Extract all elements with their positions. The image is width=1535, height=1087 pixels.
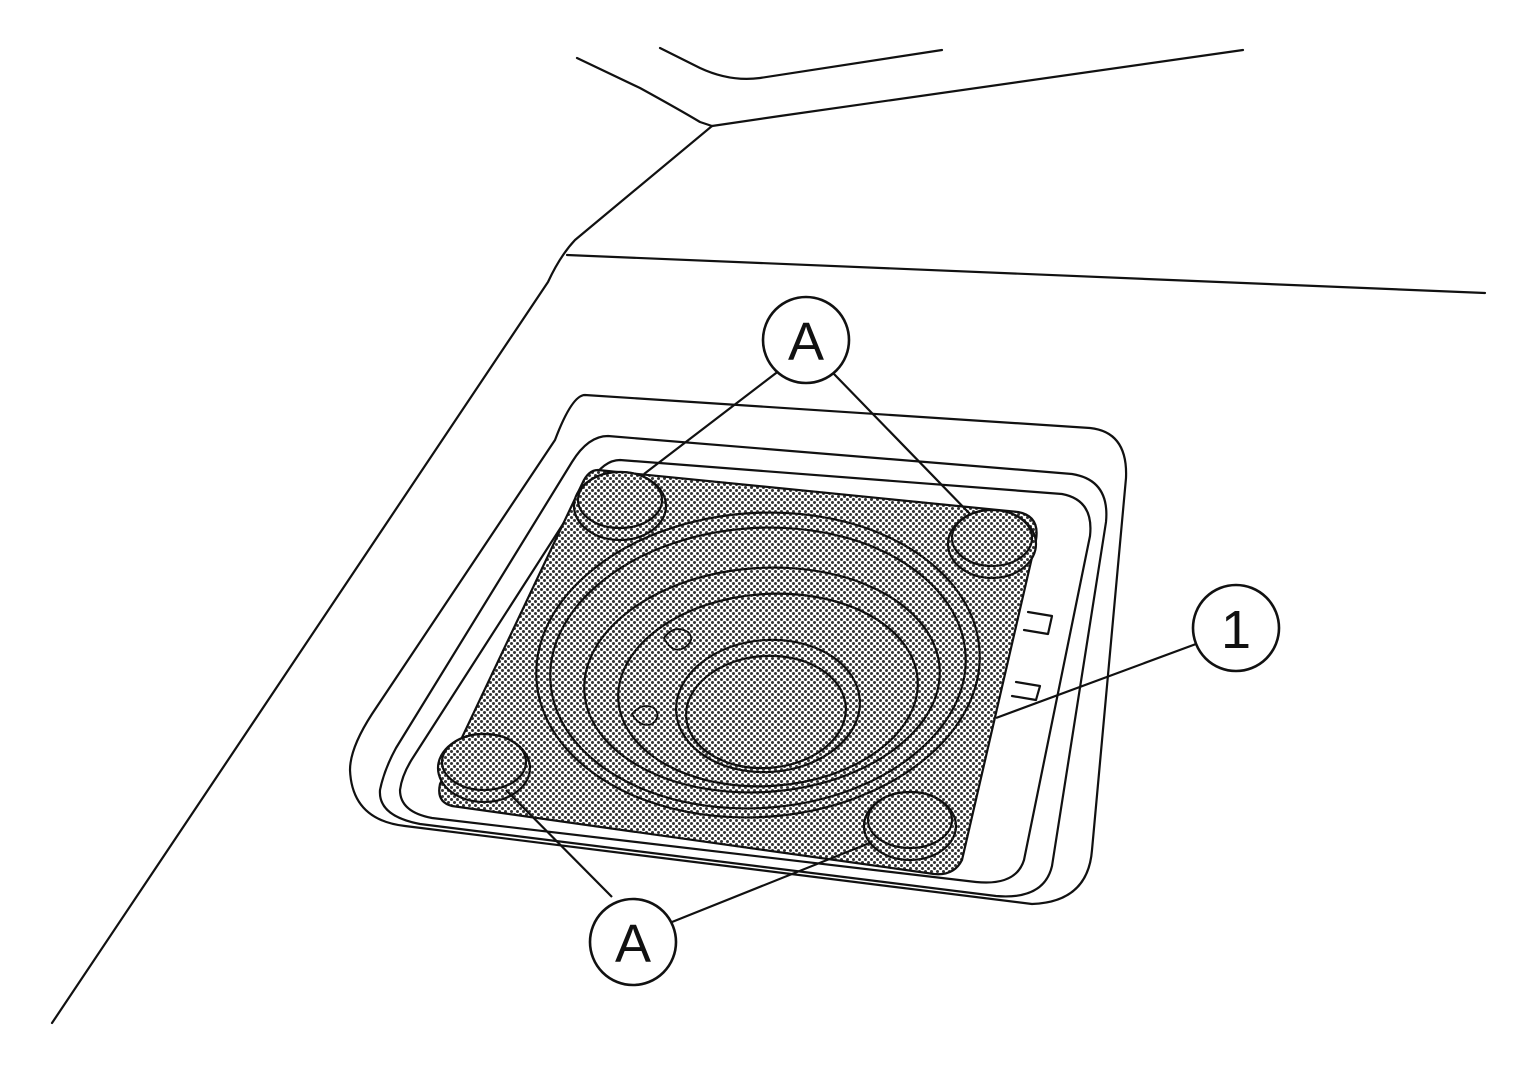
callout-1-label: 1: [1221, 600, 1251, 660]
cone-vent-lower: [630, 705, 659, 726]
panel-top-edge-middle: [658, 46, 944, 80]
callout-a-top: A: [761, 295, 851, 385]
leader-a-top-left: [643, 369, 781, 475]
panel-horizontal-crease: [565, 253, 1487, 295]
speaker-unit: [436, 468, 1038, 876]
leader-a-bottom-left: [505, 789, 613, 898]
leader-a-top-right: [833, 373, 971, 515]
panel-top-edge-right: [710, 48, 1245, 128]
speaker-surround: [583, 566, 941, 794]
speaker-dust-cap-inner: [684, 654, 848, 770]
panel-top-edge-left: [575, 56, 714, 128]
speaker-cone: [617, 592, 919, 788]
cone-vent-upper: [662, 628, 693, 651]
fastener-bottom-left: [436, 732, 532, 804]
door-panel: [50, 46, 1487, 1025]
callout-a-bottom: A: [588, 897, 678, 987]
fasteners: [436, 470, 1038, 862]
housing-side-slot-upper: [1022, 610, 1054, 636]
speaker-rim-inner: [549, 526, 967, 810]
fastener-top-right: [946, 508, 1038, 580]
panel-diagonal-edge: [50, 124, 714, 1025]
callout-a-top-label: A: [788, 312, 824, 372]
housing-side-slot-lower: [1010, 680, 1042, 702]
callout-a-bottom-label: A: [615, 914, 651, 974]
speaker-rim-outer: [535, 511, 981, 819]
housing-middle-bezel: [378, 434, 1108, 898]
leader-a-bottom-right: [671, 840, 873, 924]
fastener-bottom-right: [862, 790, 958, 862]
leader-1: [995, 642, 1197, 720]
speaker-dust-cap: [675, 638, 861, 774]
leader-lines: [505, 369, 1197, 924]
fastener-top-left: [572, 470, 668, 542]
callout-1: 1: [1191, 583, 1281, 673]
housing-outer-bezel: [348, 393, 1128, 906]
